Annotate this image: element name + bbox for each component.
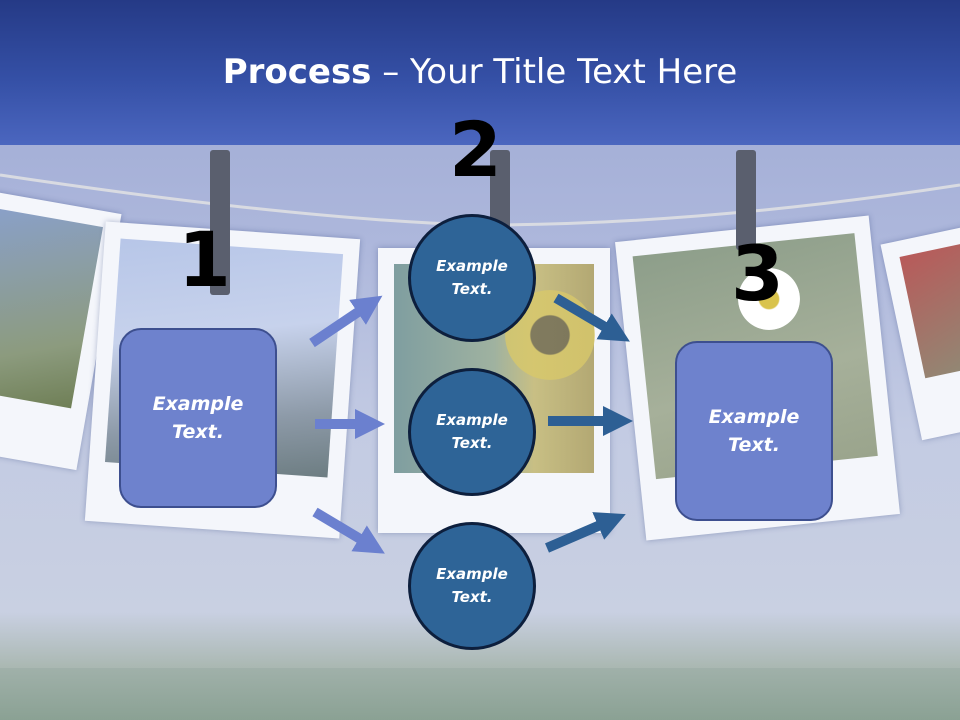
step-3-box: Example Text. xyxy=(675,341,833,521)
step-2-node-top: Example Text. xyxy=(408,214,536,342)
arrow-to-node-bottom xyxy=(312,507,385,554)
title-bar xyxy=(0,0,960,145)
clothespin-left xyxy=(210,150,230,295)
arrow-from-node-top xyxy=(553,293,630,342)
arrow-from-node-bottom xyxy=(545,512,626,553)
step-number-3: 3 xyxy=(731,229,784,318)
step-number-2: 2 xyxy=(449,105,502,194)
step-2-node-middle: Example Text. xyxy=(408,368,536,496)
daisy-image xyxy=(738,268,800,330)
grass-field xyxy=(0,668,960,720)
arrow-to-node-top xyxy=(309,295,383,348)
slide-title: Process – Your Title Text Here xyxy=(0,52,960,92)
title-bold: Process xyxy=(222,52,372,92)
step-1-box: Example Text. xyxy=(119,328,277,508)
step-number-1: 1 xyxy=(178,215,231,304)
step-2-node-bottom: Example Text. xyxy=(408,522,536,650)
clothespin-right xyxy=(736,150,756,250)
title-rest: – Your Title Text Here xyxy=(371,52,738,92)
